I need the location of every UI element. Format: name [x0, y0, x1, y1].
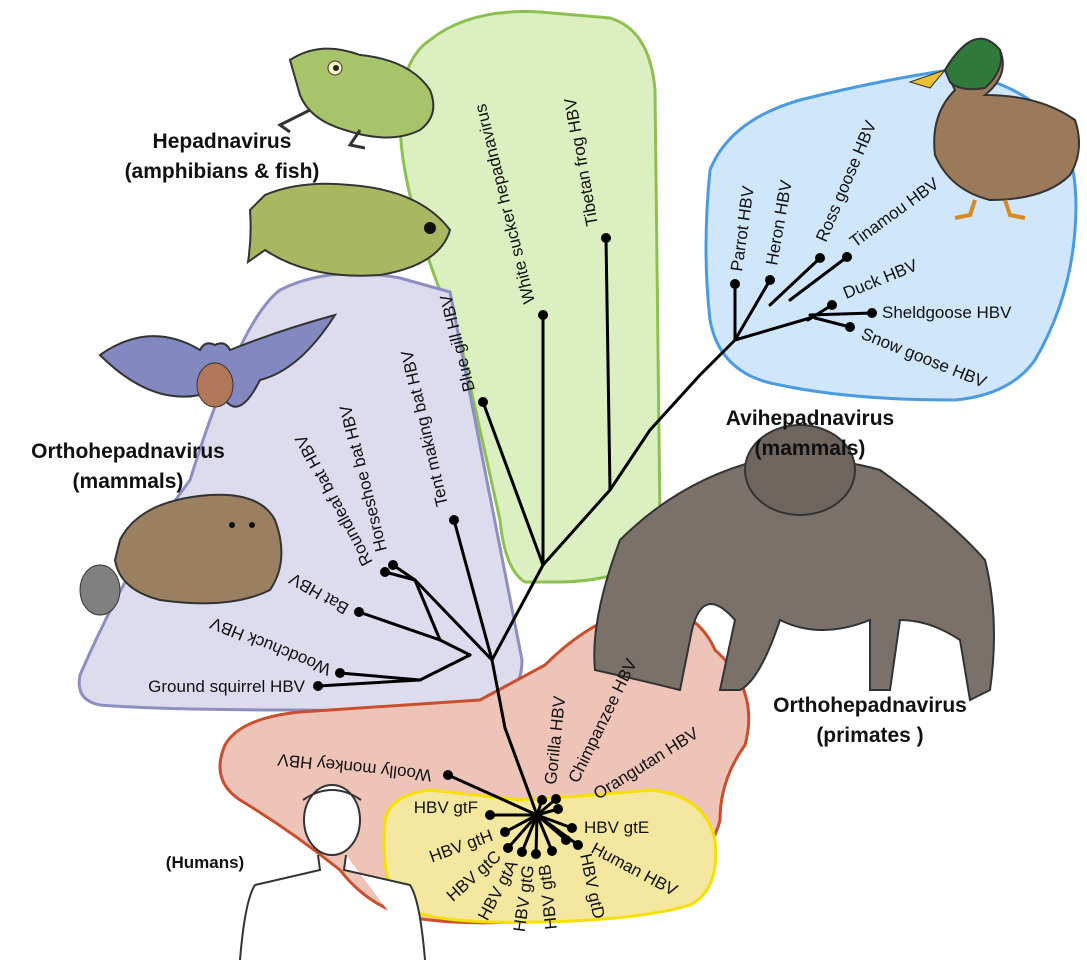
group-subtitle-orthohepadnavirus-primates: (primates )	[816, 724, 923, 747]
leaf-label-gtF: HBV gtF	[414, 798, 478, 817]
leaf-label-sheldgoose: Sheldgoose HBV	[882, 303, 1012, 322]
group-title-orthohepadnavirus-primates: Orthohepadnavirus	[773, 694, 967, 717]
group-title-orthohepadnavirus-mammals: Orthohepadnavirus	[31, 440, 225, 463]
leaf-label-ground-squirrel: Ground squirrel HBV	[148, 677, 306, 696]
group-subtitle-avihepadnavirus: (mammals)	[755, 437, 866, 460]
group-subtitle-hepadnavirus: (amphibians & fish)	[125, 160, 320, 183]
group-title-avihepadnavirus: Avihepadnavirus	[726, 407, 894, 430]
group-title-hepadnavirus: Hepadnavirus	[153, 130, 292, 153]
group-title-humans: (Humans)	[166, 853, 244, 872]
group-subtitle-orthohepadnavirus-mammals: (mammals)	[73, 470, 184, 493]
leaf-label-gtE: HBV gtE	[584, 818, 649, 837]
woodchuck-icon	[80, 495, 281, 615]
